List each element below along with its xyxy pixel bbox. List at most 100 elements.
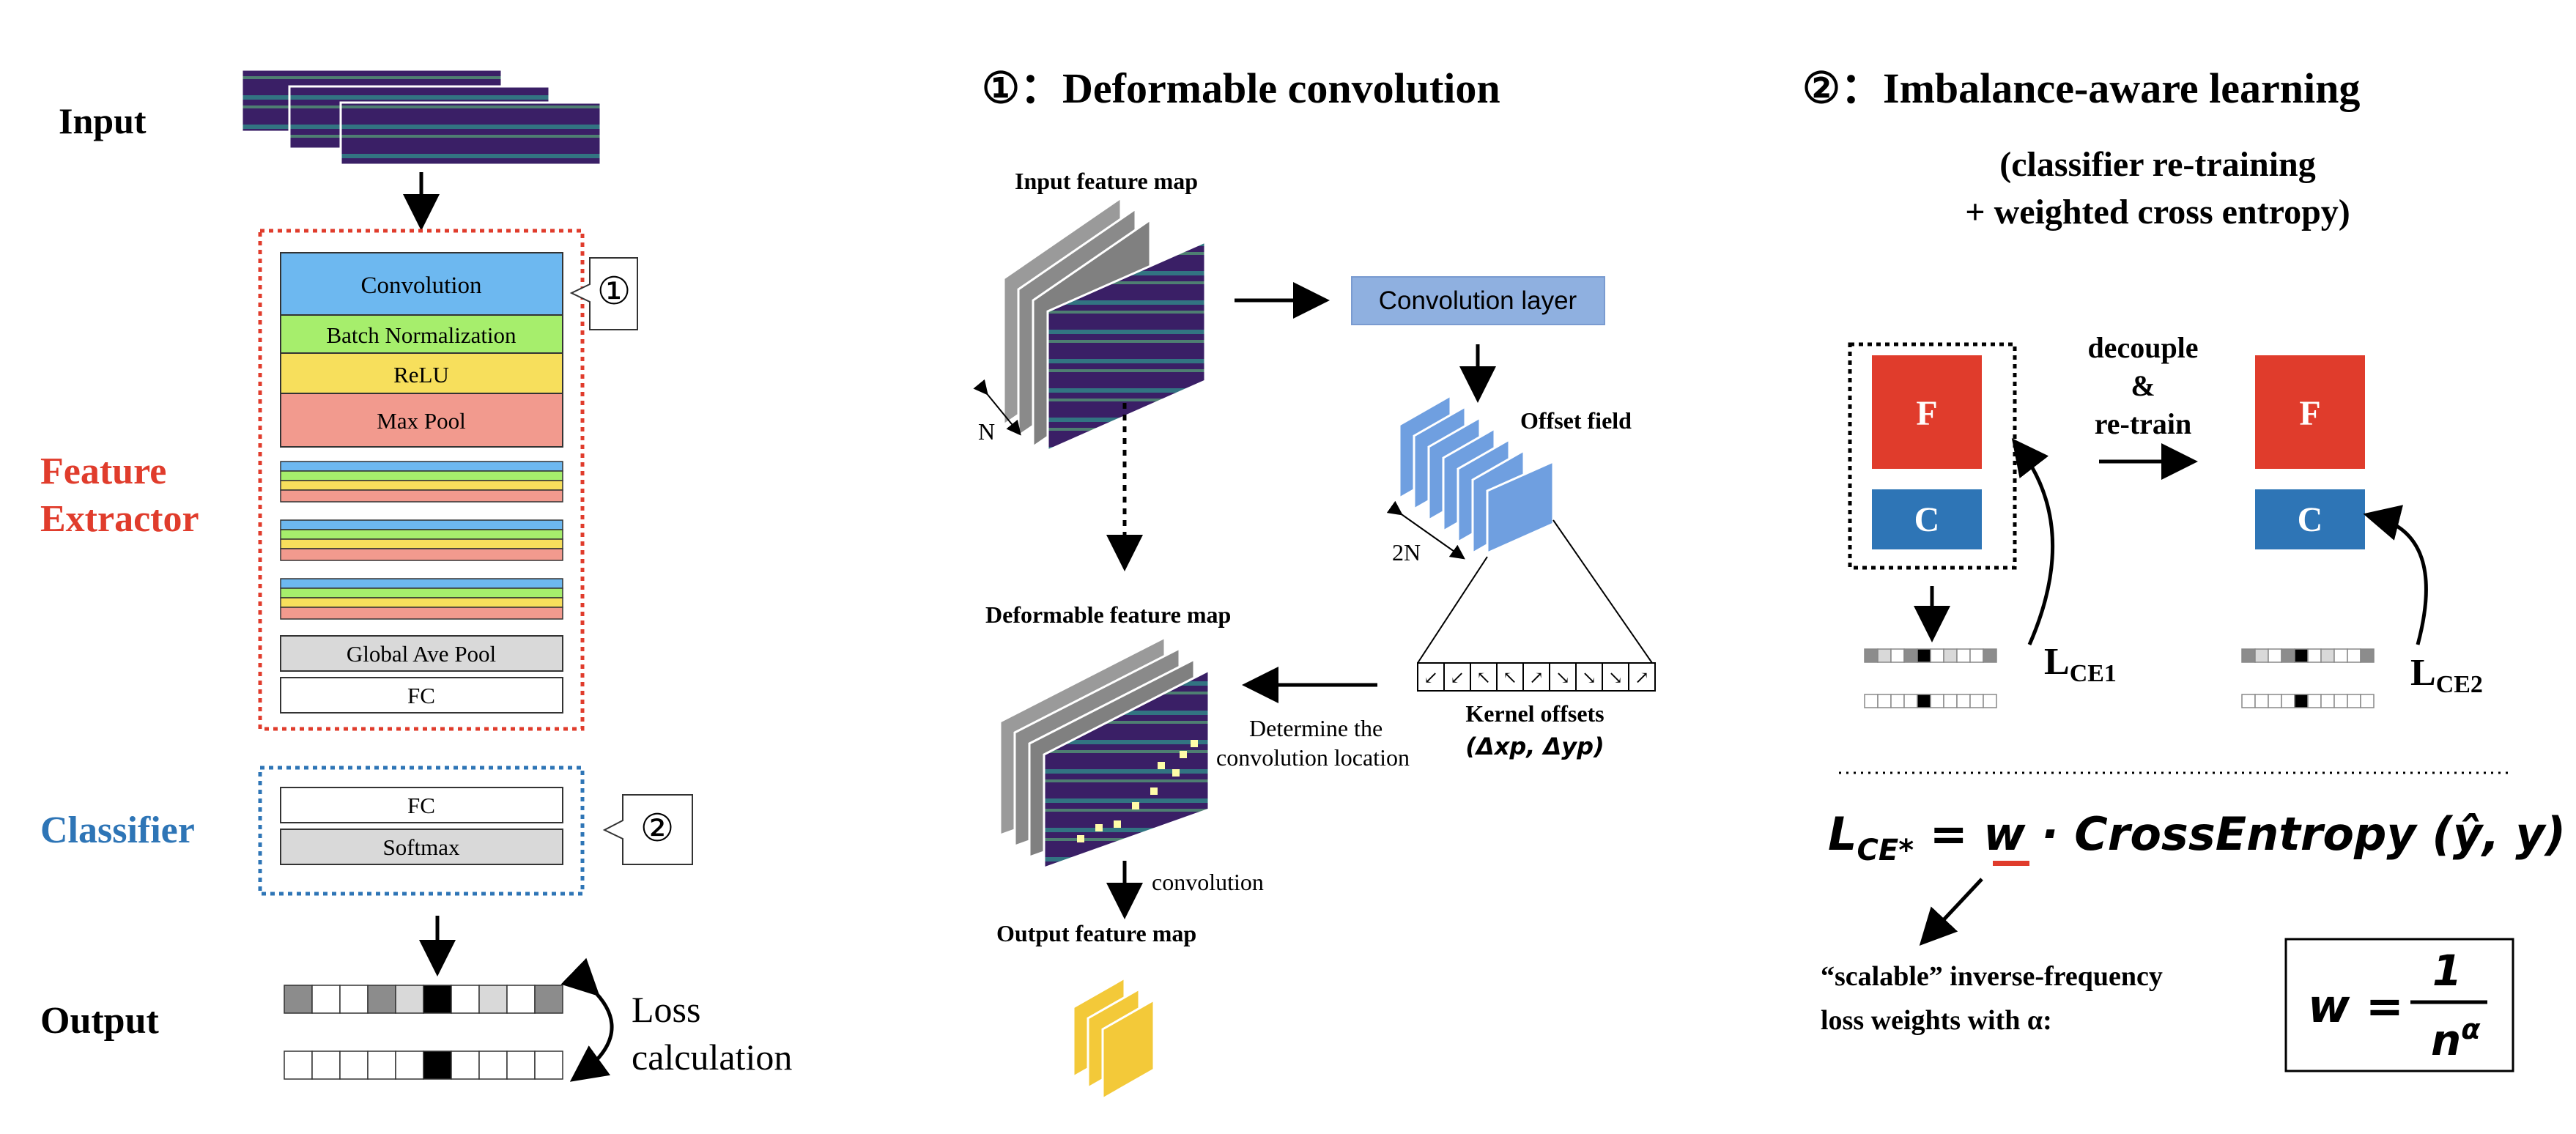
kernel-cell <box>1496 662 1524 692</box>
target-vector-cell <box>1930 694 1944 708</box>
relu-label: ReLU <box>393 362 449 388</box>
kernel-offsets-grid: ↙↙↖↖↗↘↘↘↗ <box>1417 662 1656 692</box>
two-n-label: 2N <box>1392 539 1421 566</box>
callout-2-bubble <box>602 794 693 865</box>
target-vector-cell <box>2307 694 2322 708</box>
classifier-fc-layer <box>280 787 563 823</box>
target-vector-cell <box>1917 694 1931 708</box>
target-vector-cell <box>1877 694 1892 708</box>
kernel-cell <box>1443 662 1471 692</box>
kernel-offset-arrow-icon: ↗ <box>1635 669 1649 688</box>
prediction-vector-cell <box>1903 648 1918 663</box>
kernel-offsets-formula: (Δxp, Δyp) <box>1465 733 1604 760</box>
prediction-vector-cell <box>2333 648 2348 663</box>
global-ave-pool-layer <box>280 635 563 672</box>
zoom-line-right <box>1552 519 1653 664</box>
deformable-feature-map-stack <box>999 635 1210 870</box>
target-vector-cell <box>1969 694 1984 708</box>
convolution-layer-label: Convolution <box>360 273 481 299</box>
convolution-layer-box-label: Convolution layer <box>1379 286 1577 315</box>
lce2-curved-arrow <box>2363 505 2428 645</box>
zoom-line-left <box>1417 556 1488 664</box>
callout-2-label: ② <box>640 808 675 850</box>
prediction-vector-cell <box>2360 648 2375 663</box>
offset-field-label: Offset field <box>1520 407 1632 434</box>
target-vector-cell <box>2333 694 2348 708</box>
convolution-layer-box <box>1351 276 1605 325</box>
target-vector-cell <box>2254 694 2269 708</box>
loss-curved-arrow <box>560 957 614 1082</box>
lce1-curved-arrow <box>2011 438 2055 646</box>
kernel-offset-arrow-icon: ↖ <box>1503 669 1517 688</box>
loss-vectors <box>1864 648 2375 708</box>
feature-extractor-label-line1: Feature <box>40 451 166 492</box>
loss-label-line1: Loss <box>632 989 700 1030</box>
softmax-layer <box>280 829 563 865</box>
prediction-vector-cell <box>1969 648 1984 663</box>
convolution-layer <box>280 252 563 316</box>
input-spectrogram-stack <box>240 68 602 166</box>
kernel-offsets-label: Kernel offsets <box>1465 700 1604 727</box>
prediction-vector-cell <box>2268 648 2282 663</box>
prediction-vector-cell <box>2294 648 2309 663</box>
max-pool-layer <box>280 393 563 448</box>
classifier-label: Classifier <box>40 809 195 851</box>
weighted-ce-formula: LCE* = w · CrossEntropy (ŷ, y) <box>1828 807 2566 867</box>
f-label-left: F <box>1916 394 1937 433</box>
prediction-vector-cell <box>2254 648 2269 663</box>
batch-norm-label: Batch Normalization <box>326 322 517 348</box>
prediction-vector-cell <box>2320 648 2335 663</box>
kernel-offset-arrow-icon: ↘ <box>1555 669 1570 688</box>
prediction-vector-cell <box>1877 648 1892 663</box>
target-vector-cell <box>2347 694 2361 708</box>
w-underline <box>1993 861 2029 866</box>
n-label: N <box>978 418 995 445</box>
target-vector-cell <box>2294 694 2309 708</box>
kernel-offset-arrow-icon: ↙ <box>1450 669 1465 688</box>
loss-label-line2: calculation <box>632 1037 792 1078</box>
output-prediction-vector <box>284 985 563 1014</box>
w-formula-numerator: 1 <box>2432 946 2462 996</box>
target-vector-cell <box>2360 694 2375 708</box>
f-block-right <box>2255 355 2365 469</box>
input-label: Input <box>59 100 147 141</box>
conv-block-mini-1 <box>280 461 563 503</box>
prediction-vector-cell <box>1956 648 1971 663</box>
lce1-label: LCE1 <box>2044 641 2117 687</box>
prediction-vector-cell <box>1917 648 1931 663</box>
w-formula-lhs: w = <box>2308 979 2404 1033</box>
decouple-line3: re-train <box>2095 407 2192 440</box>
callout-1-label: ① <box>597 271 632 313</box>
prediction-vector-cell <box>1864 648 1879 663</box>
prediction-vector-cell <box>2307 648 2322 663</box>
target-vector-cell <box>2320 694 2335 708</box>
prediction-vector-cell <box>2241 648 2256 663</box>
weight-formula-box <box>2284 938 2514 1072</box>
output-feature-map-stack <box>1072 976 1155 1101</box>
target-vector-cell <box>1903 694 1918 708</box>
target-vector-cell <box>2281 694 2295 708</box>
feature-extractor-box <box>258 229 585 731</box>
output-label: Output <box>40 1000 160 1042</box>
output-target-vector <box>284 1050 563 1080</box>
target-vector-cell <box>1983 694 1997 708</box>
feature-extractor-label-line2: Extractor <box>40 498 199 540</box>
convolution-label: convolution <box>1152 869 1264 895</box>
batch-norm-layer <box>280 314 563 354</box>
c-label-right: C <box>2298 500 2323 539</box>
kernel-cell <box>1628 662 1656 692</box>
prediction-vector-cell <box>2347 648 2361 663</box>
imbalance-title: ②：Imbalance-aware learning <box>1802 64 2360 112</box>
classifier-fc-label: FC <box>407 793 435 818</box>
prediction-vector-cell <box>1890 648 1905 663</box>
c-label-left: C <box>1914 500 1940 539</box>
callout-1-bubble <box>569 257 638 330</box>
weights-text-line2: loss weights with α: <box>1821 1005 2052 1036</box>
target-vector-cell <box>1956 694 1971 708</box>
prediction-vector-cell <box>1983 648 1997 663</box>
input-feature-map-stack <box>1002 196 1207 453</box>
f-block-left <box>1872 355 1982 469</box>
kernel-offset-arrow-icon: ↘ <box>1582 669 1596 688</box>
w-explain-arrow <box>1919 878 1983 946</box>
conv-block-mini-3 <box>280 578 563 620</box>
